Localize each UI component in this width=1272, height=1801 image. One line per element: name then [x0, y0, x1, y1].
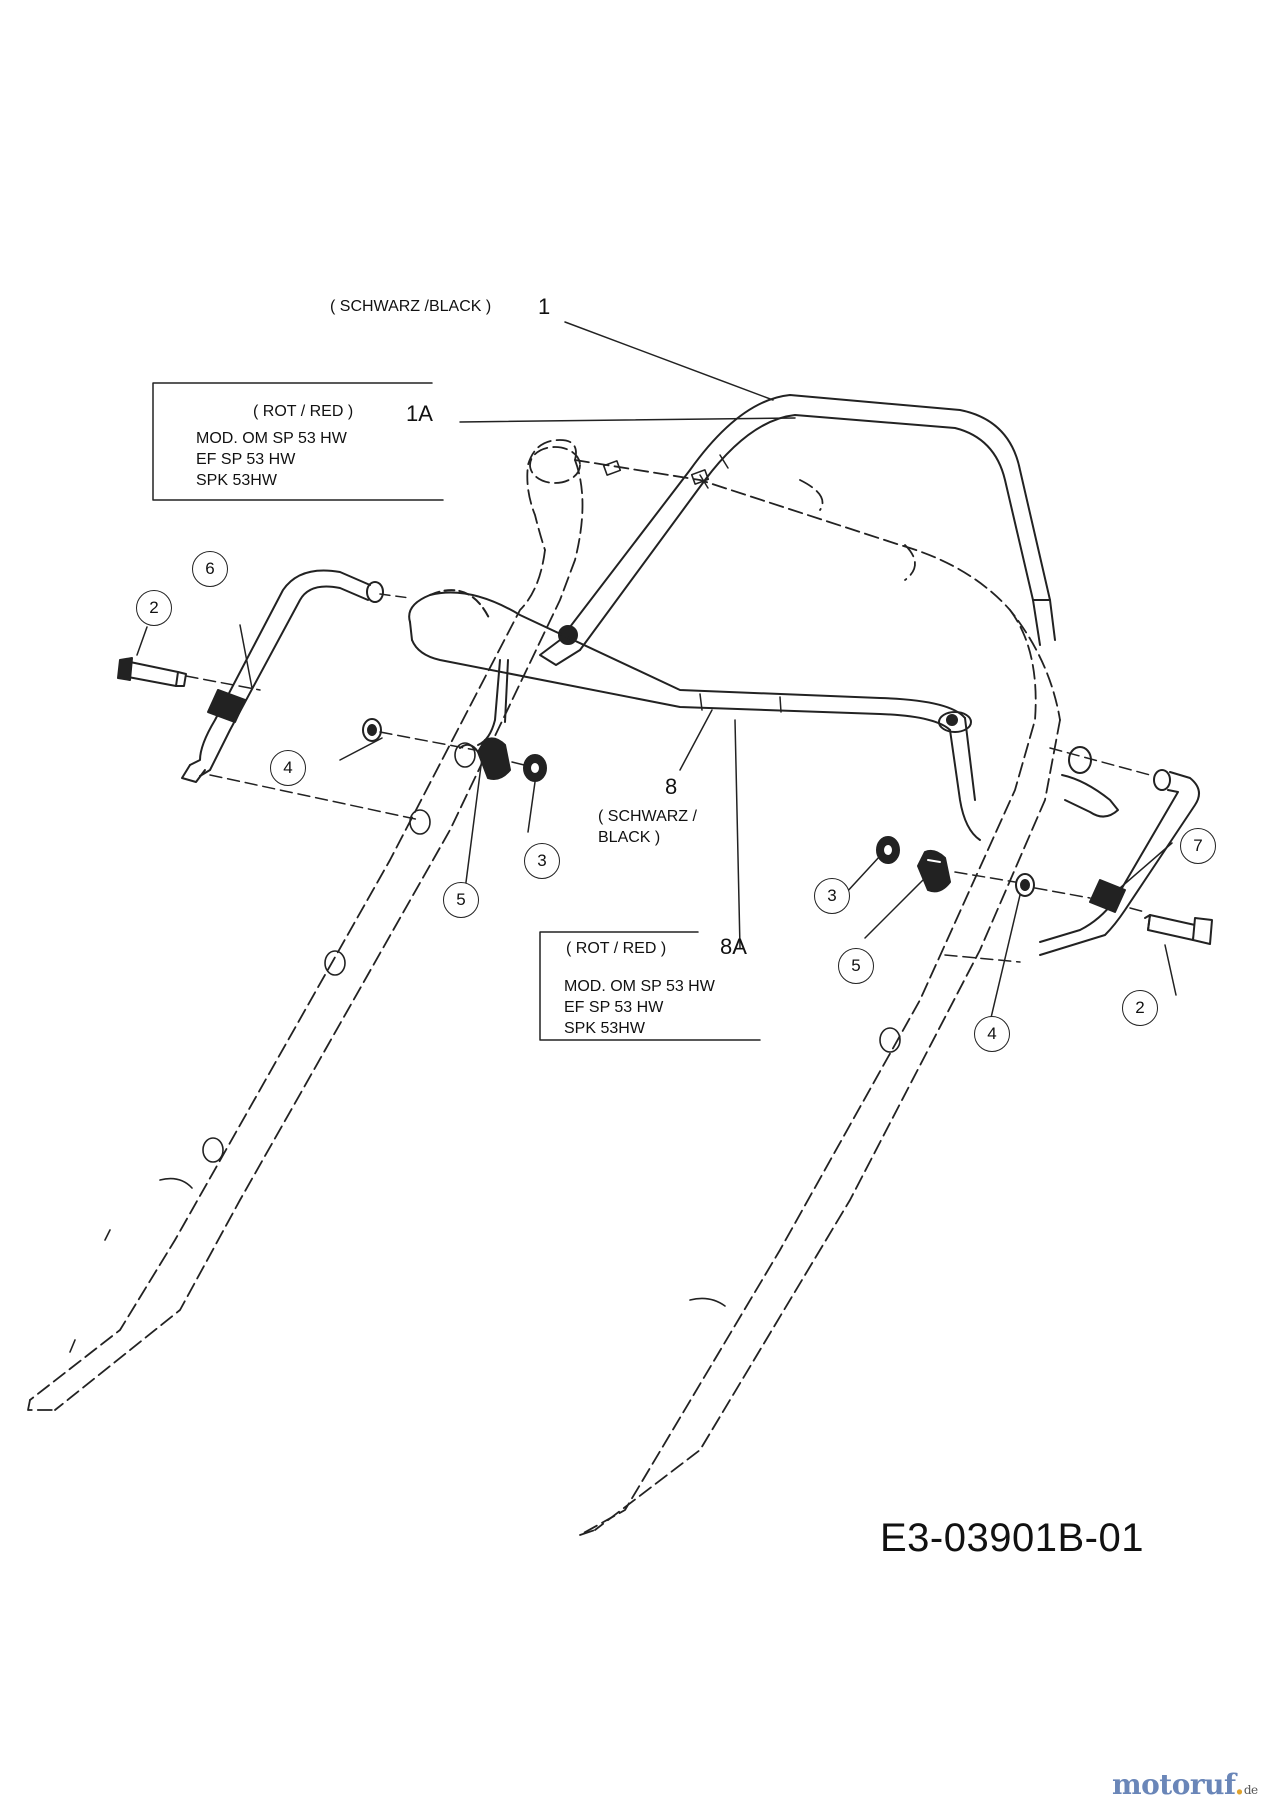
- part-8a-model-list: MOD. OM SP 53 HW EF SP 53 HW SPK 53HW: [564, 976, 715, 1039]
- right-bolt-part-2: [1144, 914, 1213, 945]
- part-8a-number: 8A: [720, 934, 747, 959]
- part-8a-model: EF SP 53 HW: [564, 999, 664, 1016]
- note-box-1a: [152, 382, 444, 501]
- part-1-number: 1: [538, 294, 551, 319]
- part-8-color-line: ( SCHWARZ /: [598, 808, 697, 825]
- right-frame-pivot: [1061, 774, 1119, 818]
- part-1a-model: EF SP 53 HW: [196, 451, 296, 468]
- part-1-color-label: ( SCHWARZ /BLACK ): [330, 298, 492, 315]
- note-box-8a: [539, 931, 761, 1041]
- callout-4-left: 4: [270, 750, 306, 786]
- drawing-code: E3-03901B-01: [880, 1516, 1144, 1560]
- part-1a-color-label: ( ROT / RED ): [253, 403, 354, 420]
- right-clip-part-5: [917, 849, 951, 893]
- left-assembly-axis: [185, 675, 525, 821]
- part-1a-model: SPK 53HW: [196, 472, 277, 489]
- right-nut-part-3: [876, 836, 900, 864]
- part-8-number: 8: [665, 774, 678, 799]
- part-8a-model: SPK 53HW: [564, 1020, 645, 1037]
- part-8a-model: MOD. OM SP 53 HW: [564, 978, 715, 995]
- frame-detail-marks: [69, 460, 901, 1353]
- callout-2-left: 2: [136, 590, 172, 626]
- callout-6: 6: [192, 551, 228, 587]
- callout-7: 7: [1180, 828, 1216, 864]
- left-bolt-part-2: [117, 657, 187, 687]
- watermark-logo: motoruf.de: [1112, 1768, 1258, 1801]
- part-8a-color-label: ( ROT / RED ): [566, 940, 667, 957]
- part-8-color-label: ( SCHWARZ / BLACK ): [598, 806, 697, 848]
- callout-5-left: 5: [443, 882, 479, 918]
- part-8-color-line: BLACK ): [598, 829, 661, 846]
- callout-3-right: 3: [814, 878, 850, 914]
- part-1a-model: MOD. OM SP 53 HW: [196, 430, 347, 447]
- part-1a-model-list: MOD. OM SP 53 HW EF SP 53 HW SPK 53HW: [196, 428, 347, 491]
- left-bracket-axis: [379, 593, 411, 599]
- right-washer-part-4: [1015, 873, 1035, 897]
- right-bracket-part-7: [1039, 769, 1200, 956]
- leader-lines: [136, 321, 1177, 1023]
- lower-handle-frame: [27, 439, 1061, 1536]
- callout-4-right: 4: [974, 1016, 1010, 1052]
- watermark-tld: de: [1243, 1783, 1258, 1797]
- watermark-dot: .: [1234, 1768, 1245, 1801]
- right-assembly-axis: [944, 747, 1151, 963]
- left-clip-part-5: [459, 737, 511, 780]
- right-frame-bushing: [1068, 746, 1092, 774]
- left-nut-part-3: [523, 754, 547, 782]
- callout-2-right: 2: [1122, 990, 1158, 1026]
- callout-5-right: 5: [838, 948, 874, 984]
- part-1a-number: 1A: [406, 401, 433, 426]
- left-washer-part-4: [362, 718, 382, 742]
- upper-handle-part-1: [539, 394, 1056, 666]
- watermark-name: motoruf: [1112, 1768, 1235, 1801]
- callout-3-left: 3: [524, 843, 560, 879]
- left-bracket-part-6: [181, 569, 384, 783]
- lower-bar-part-8: [408, 589, 981, 841]
